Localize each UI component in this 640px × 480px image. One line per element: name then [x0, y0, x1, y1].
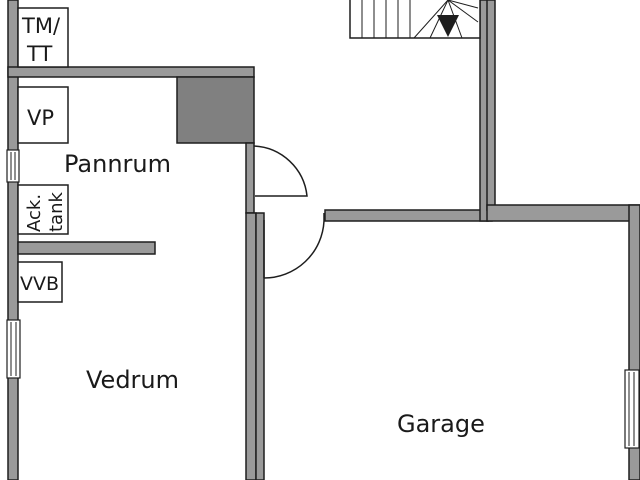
- west-wall: [7, 0, 19, 480]
- stair-outline: [349, 0, 481, 39]
- window-vedrum: [6, 319, 21, 379]
- ack-tank-label-line1: Ack.: [24, 194, 45, 232]
- fixture-ack-tank: Ack. tank: [17, 184, 69, 235]
- pannrum-vedrum-partition: [17, 241, 156, 255]
- garage-north-wall-right: [486, 204, 640, 222]
- tm-tt-label-line1: TM/: [21, 14, 61, 38]
- tm-tt-label-line2: TT: [26, 42, 52, 66]
- garage-north-wall-left: [324, 209, 489, 222]
- room-label-pannrum: Pannrum: [64, 150, 171, 178]
- door-swing-pannrum: [253, 145, 308, 197]
- fixture-tm-tt: TM/ TT: [17, 7, 69, 68]
- door-swing-garage: [263, 213, 325, 279]
- walls: [7, 0, 640, 480]
- vedrum-east-wall-upper: [245, 142, 255, 214]
- stair-direction-arrow-icon: [437, 15, 459, 37]
- vp-label: VP: [27, 106, 54, 130]
- east-room-west-wall: [486, 0, 496, 211]
- room-label-garage: Garage: [397, 410, 485, 438]
- ack-tank-label-line2: tank: [46, 192, 67, 232]
- fixture-vp: VP: [17, 86, 69, 144]
- window-pannrum: [6, 149, 20, 183]
- vedrum-east-wall: [245, 212, 257, 480]
- east-exterior-wall: [628, 204, 640, 480]
- staircase: [349, 0, 481, 39]
- chimney-block: [176, 76, 255, 144]
- doors: [253, 145, 325, 279]
- garage-west-wall: [255, 212, 265, 480]
- window-garage: [624, 369, 640, 449]
- room-label-vedrum: Vedrum: [86, 366, 179, 394]
- windows: [6, 149, 640, 449]
- wall-under-tm-tt: [7, 66, 255, 78]
- fixture-vvb: VVB: [17, 261, 63, 303]
- vvb-label: VVB: [20, 273, 59, 295]
